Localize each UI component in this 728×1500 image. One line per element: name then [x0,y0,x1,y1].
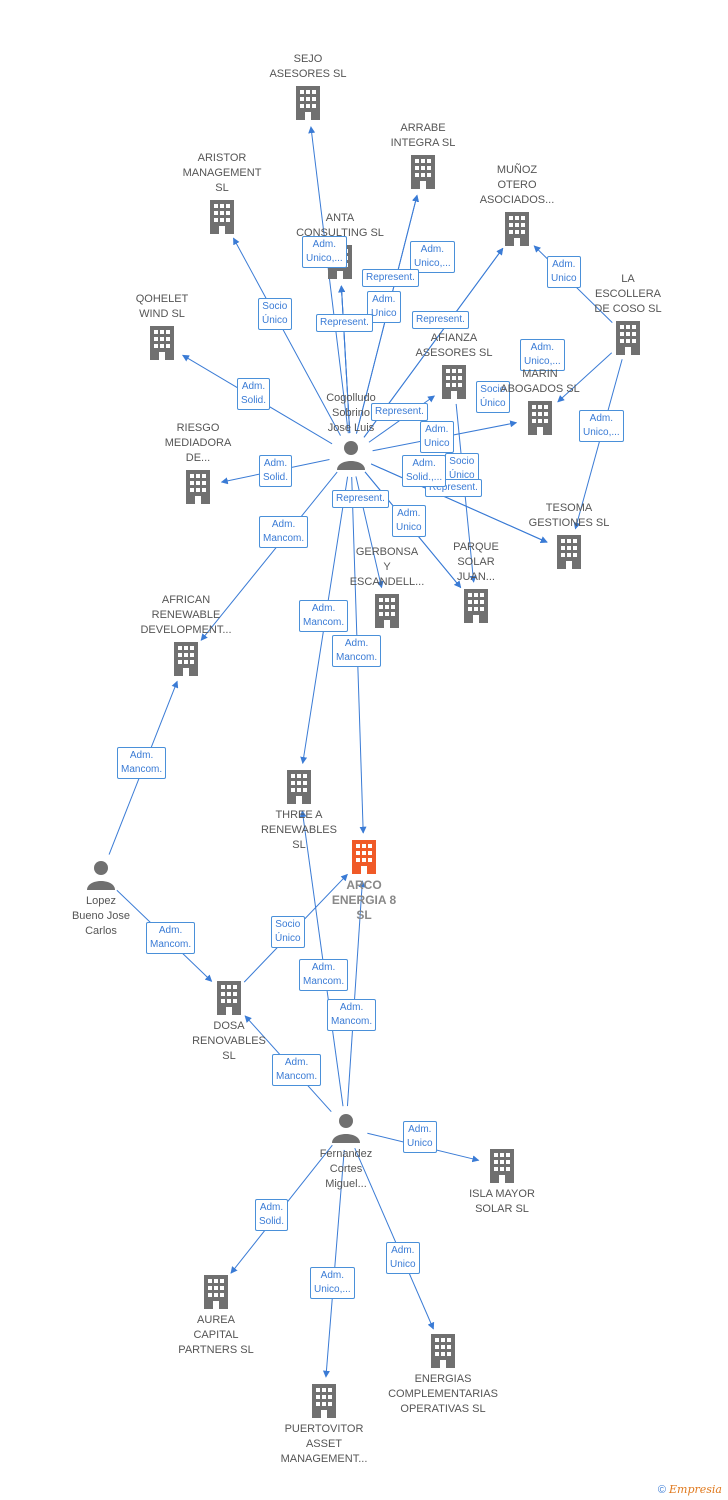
edge-label[interactable]: Adm. Unico [386,1242,420,1274]
edge-label[interactable]: Represent. [316,314,373,332]
edge-label[interactable]: Represent. [412,311,469,329]
node-label-african[interactable]: AFRICAN RENEWABLE DEVELOPMENT... [140,594,232,636]
node-label-energias[interactable]: ENERGIAS COMPLEMENTARIAS OPERATIVAS SL [388,1373,498,1415]
edge-label[interactable]: Adm. Mancom. [272,1054,322,1086]
building-icon-puertovitor[interactable] [312,1384,336,1418]
edge-label[interactable]: Adm. Mancom. [117,747,167,779]
building-icon-energias[interactable] [431,1334,455,1368]
edge-label[interactable]: Adm. Mancom. [259,516,309,548]
edge-label[interactable]: Adm. Mancom. [146,922,196,954]
building-icon-threea[interactable] [287,770,311,804]
edge-cogolludo-anta [338,285,351,434]
node-label-lopez[interactable]: Lopez Bueno Jose Carlos [71,895,131,937]
edge-cogolludo-sejo [308,126,349,434]
node-label-anta[interactable]: ANTA CONSULTING SL [296,212,384,239]
building-icon-gerbonsa[interactable] [375,594,399,628]
edge-fernandez-arco [346,880,366,1107]
node-label-marin[interactable]: MARIN ABOGADOS SL [500,368,580,395]
edge-label[interactable]: Represent. [332,490,389,508]
node-label-sejo[interactable]: SEJO ASESORES SL [269,53,347,80]
node-label-riesgo[interactable]: RIESGO MEDIADORA DE... [164,422,232,464]
building-icon-dosa[interactable] [217,981,241,1015]
edge-label[interactable]: Socio Único [258,298,292,330]
edge-label[interactable]: Adm. Unico,... [410,241,455,273]
edge-label[interactable]: Adm. Unico [420,421,454,453]
person-icon-lopez[interactable] [87,861,115,890]
edge-label[interactable]: Adm. Unico,... [310,1267,355,1299]
node-label-cogolludo[interactable]: Cogolludo Sobrino Jose Luis [326,392,376,434]
edge-label[interactable]: Adm. Unico [547,256,581,288]
edge-label[interactable]: Adm. Solid. [255,1199,289,1231]
copyright-icon: © [657,1484,666,1496]
edge-escollera-tesoma [573,359,623,530]
edge-label[interactable]: Represent. [371,403,428,421]
person-icon-fernandez[interactable] [332,1114,360,1143]
edge-label[interactable]: Adm. Mancom. [299,959,349,991]
person-icon-cogolludo[interactable] [337,441,365,470]
edge-label[interactable]: Adm. Unico,... [579,410,624,442]
edge-cogolludo-aristor [232,237,341,436]
node-label-escollera[interactable]: LA ESCOLLERA DE COSO SL [594,273,662,315]
edge-label[interactable]: Socio Único [271,916,305,948]
building-icon-aurea[interactable] [204,1275,228,1309]
building-icon-arrabe[interactable] [411,155,435,189]
edge-label[interactable]: Adm. Mancom. [332,635,382,667]
edge-label[interactable]: Adm. Mancom. [327,999,377,1031]
node-label-tesoma[interactable]: TESOMA GESTIONES SL [528,502,610,529]
edge-label[interactable]: Adm. Mancom. [299,600,349,632]
edge-cogolludo-african [200,471,338,641]
edge-fernandez-threea [299,810,344,1107]
edge-label[interactable]: Adm. Unico,... [302,236,347,268]
edge-label[interactable]: Adm. Unico [392,505,426,537]
building-icon-qohelet[interactable] [150,326,174,360]
building-icon-riesgo[interactable] [186,470,210,504]
node-label-parque[interactable]: PARQUE SOLAR JUAN... [453,541,499,583]
node-label-arco[interactable]: ARCO ENERGIA 8 SL [331,878,397,922]
edge-fernandez-puertovitor [322,1149,345,1378]
brand-logo: Empresia [669,1483,722,1496]
building-icon-tesoma[interactable] [557,535,581,569]
edge-label[interactable]: Adm. Solid. [237,378,271,410]
edge-cogolludo-tesoma [370,463,548,543]
footer-brand[interactable]: © Empresia [658,1483,722,1496]
edge-fernandez-energias [354,1147,435,1330]
node-label-puertovitor[interactable]: PUERTOVITOR ASSET MANAGEMENT... [280,1423,368,1465]
edge-label[interactable]: Adm. Solid. [259,455,293,487]
edge-label[interactable]: Represent. [362,269,419,287]
building-icon-sejo[interactable] [296,86,320,120]
edge-label[interactable]: Adm. Unico,... [520,339,565,371]
node-label-aurea[interactable]: AUREA CAPITAL PARTNERS SL [178,1314,254,1356]
edge-label[interactable]: Adm. Unico [403,1121,437,1153]
building-icon-marin[interactable] [528,401,552,435]
node-label-isla[interactable]: ISLA MAYOR SOLAR SL [469,1188,535,1215]
building-icon-parque[interactable] [464,589,488,623]
node-label-fernandez[interactable]: Fernandez Cortes Miguel... [319,1148,373,1190]
building-icon-escollera[interactable] [616,321,640,355]
building-icon-munoz[interactable] [505,212,529,246]
edge-label[interactable]: Socio Único [476,381,510,413]
node-label-qohelet[interactable]: QOHELET WIND SL [135,293,189,320]
building-icon-isla[interactable] [490,1149,514,1183]
node-label-afianza[interactable]: AFIANZA ASESORES SL [415,332,493,359]
edge-escollera-marin [557,352,613,403]
node-label-arrabe[interactable]: ARRABE INTEGRA SL [390,122,456,149]
building-icon-aristor[interactable] [210,200,234,234]
node-label-gerbonsa[interactable]: GERBONSA Y ESCANDELL... [349,546,425,588]
node-label-munoz[interactable]: MUÑOZ OTERO ASOCIADOS... [479,164,555,206]
node-label-aristor[interactable]: ARISTOR MANAGEMENT SL [182,152,262,194]
edge-label[interactable]: Adm. Solid.,... [402,455,447,487]
node-label-threea[interactable]: THREE A RENEWABLES SL [260,809,337,851]
building-icon-african[interactable] [174,642,198,676]
node-label-dosa[interactable]: DOSA RENOVABLES SL [192,1020,266,1062]
building-icon-afianza[interactable] [442,365,466,399]
